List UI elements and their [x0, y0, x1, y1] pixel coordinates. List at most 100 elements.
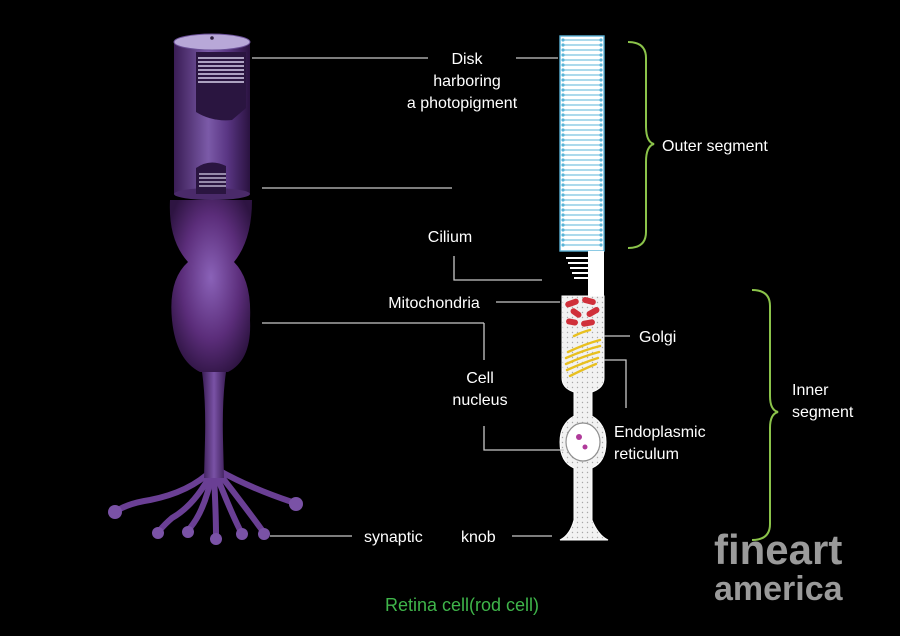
disk-edge: [561, 48, 565, 52]
synaptic-branches: [115, 467, 295, 538]
disk-edge: [561, 38, 565, 42]
disk-edge: [599, 168, 603, 172]
disk-edge: [561, 208, 565, 212]
disk-edge: [599, 43, 603, 47]
golgi-apparatus: [564, 328, 602, 378]
disk-edge: [599, 203, 603, 207]
disk-edge: [599, 108, 603, 112]
disk-edge: [599, 68, 603, 72]
label-er-1: Endoplasmic: [614, 424, 706, 441]
label-mitochondria: Mitochondria: [388, 295, 480, 312]
disk-edge: [561, 108, 565, 112]
disk-edge: [599, 193, 603, 197]
disk-edge: [599, 38, 603, 42]
mitochondria-cluster: [565, 296, 600, 327]
disk-edge: [561, 58, 565, 62]
disk-edge: [599, 183, 603, 187]
disk-edge: [561, 143, 565, 147]
disk-edge: [599, 58, 603, 62]
disk-edge: [561, 73, 565, 77]
disk-edge: [561, 173, 565, 177]
cilium-fingers: [566, 257, 588, 279]
cylinder-top: [173, 33, 251, 51]
disk-edge: [599, 53, 603, 57]
leader-nucleus-right: [483, 426, 564, 451]
disk-edge: [561, 183, 565, 187]
disk-edge: [599, 243, 603, 247]
leader-er: [604, 359, 627, 408]
disk-edge: [599, 158, 603, 162]
disk-edge: [561, 138, 565, 142]
disk-edge: [599, 163, 603, 167]
disk-edge: [599, 113, 603, 117]
disk-edge: [561, 203, 565, 207]
disk-edge: [599, 138, 603, 142]
disk-stack-bottom: [199, 173, 226, 187]
disk-edge: [561, 198, 565, 202]
label-knob: knob: [461, 529, 496, 546]
disk-edge: [599, 48, 603, 52]
disk-edge: [599, 178, 603, 182]
disk-edge: [599, 98, 603, 102]
leader-lines: [252, 57, 630, 537]
label-inner-segment-2: segment: [792, 404, 854, 421]
disk-edge: [599, 118, 603, 122]
disk-edge: [561, 133, 565, 137]
disk-edge: [599, 228, 603, 232]
disk-edge: [561, 188, 565, 192]
label-nucleus-1: Cell: [466, 370, 494, 387]
disk-edge: [599, 103, 603, 107]
disk-edge: [599, 218, 603, 222]
rod-cell-3d-illustration: [108, 33, 303, 545]
synaptic-knobs: [108, 497, 303, 545]
disk-edge: [561, 153, 565, 157]
label-disk-3: a photopigment: [407, 95, 518, 112]
disk-edge: [561, 103, 565, 107]
disk-edge: [561, 93, 565, 97]
label-disk-1: Disk: [451, 51, 483, 68]
disk-edge: [561, 233, 565, 237]
disk-edge: [561, 178, 565, 182]
disk-edge: [599, 233, 603, 237]
disk-edge: [561, 68, 565, 72]
disk-edge: [599, 198, 603, 202]
disk-edge: [561, 218, 565, 222]
schematic-nucleus: [565, 422, 601, 462]
disk-stack-top: [198, 57, 244, 83]
disk-edge: [599, 148, 603, 152]
label-inner-segment-1: Inner: [792, 382, 829, 399]
disk-edge: [561, 158, 565, 162]
watermark-line-1: fineart: [714, 526, 842, 573]
label-cilium: Cilium: [428, 229, 472, 246]
disk-edge: [599, 223, 603, 227]
disk-edge: [599, 78, 603, 82]
disk-edge: [561, 168, 565, 172]
disk-edge: [561, 243, 565, 247]
disk-edge: [561, 148, 565, 152]
disk-edge: [599, 208, 603, 212]
disk-edge: [599, 123, 603, 127]
disk-edge: [561, 53, 565, 57]
label-nucleus-2: nucleus: [452, 392, 507, 409]
disk-edge: [561, 193, 565, 197]
disk-edge: [561, 118, 565, 122]
outer-segment-brace: [627, 41, 655, 249]
diagram-caption: Retina cell(rod cell): [385, 595, 539, 615]
disk-edge: [561, 78, 565, 82]
inner-segment-body: [169, 200, 252, 372]
leader-cilium-right: [453, 256, 542, 281]
labels: Disk harboring a photopigment Cilium Mit…: [364, 51, 854, 546]
disk-edge: [561, 63, 565, 67]
label-er-2: reticulum: [614, 446, 679, 463]
watermark-line-2: america: [714, 570, 844, 608]
label-outer-segment: Outer segment: [662, 138, 768, 155]
disk-edge: [599, 143, 603, 147]
axon-stalk: [202, 372, 226, 478]
disk-cutaway-top: [196, 52, 246, 121]
disk-edge: [561, 163, 565, 167]
rod-cell-schematic: [559, 35, 609, 541]
disk-edge: [599, 173, 603, 177]
disk-edge: [599, 63, 603, 67]
disk-edge: [561, 238, 565, 242]
